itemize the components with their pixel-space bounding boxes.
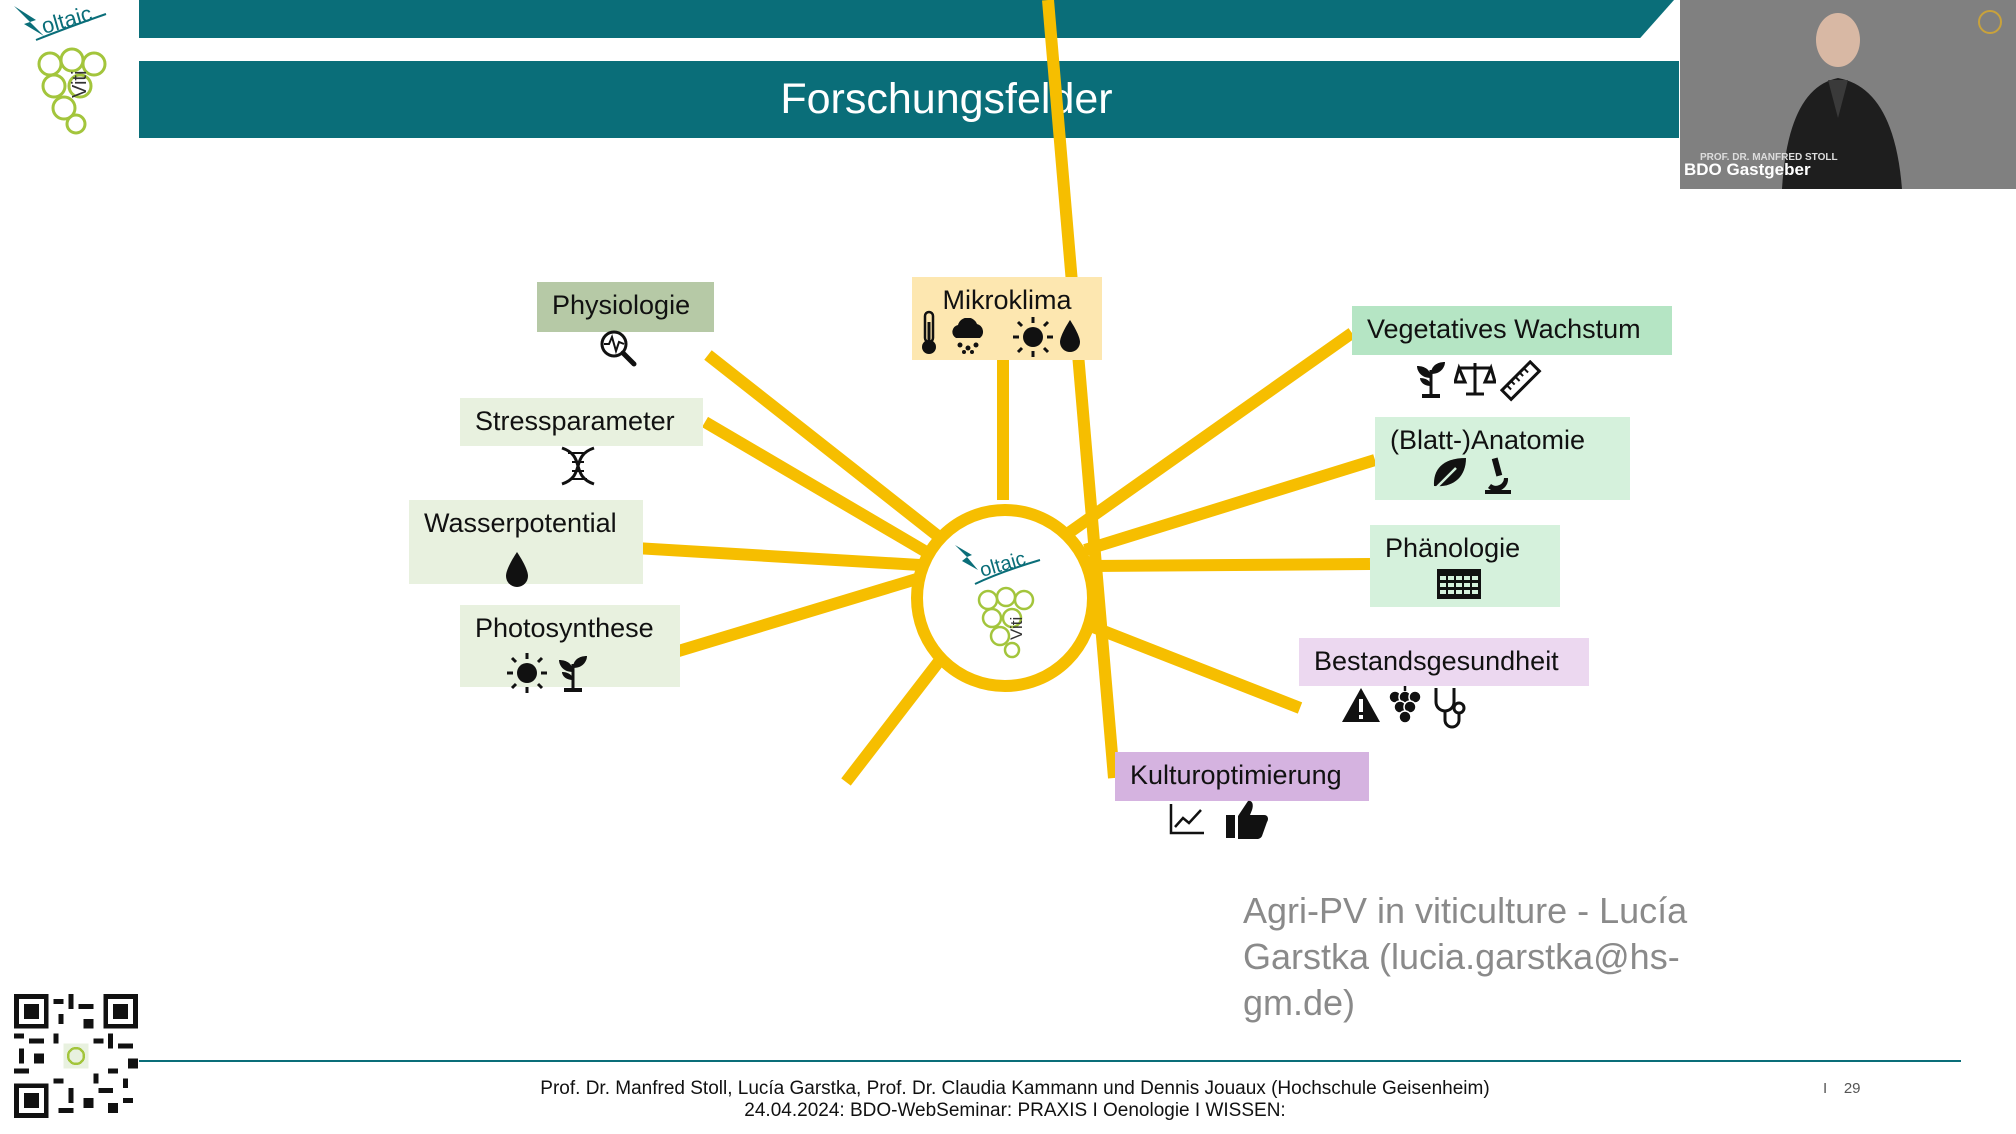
presenter-nameplate: PROF. DR. MANFRED STOLL <box>1700 152 1838 163</box>
center-hub <box>911 504 1099 692</box>
grapes-icon <box>1388 686 1422 724</box>
ray-wachstum <box>1066 328 1356 537</box>
footer-divider <box>139 1060 1961 1062</box>
ray-physiologie <box>704 350 947 545</box>
warning-icon <box>1342 688 1380 722</box>
calendar-icon <box>1437 569 1481 599</box>
microscope-icon <box>1485 457 1511 494</box>
footer-event: 24.04.2024: BDO-WebSeminar: PRAXIS I Oen… <box>744 1100 1286 1121</box>
field-bestandsgesundheit: Bestandsgesundheit <box>1299 638 1589 686</box>
ray-anatomie <box>1083 454 1377 556</box>
water-drop-icon <box>1060 320 1080 352</box>
voltaic-viti-logo: oltaic Viti <box>6 0 134 140</box>
thumbs-up-icon <box>1226 800 1268 839</box>
logo-sub: Viti <box>69 71 91 98</box>
camera-status-icon <box>1978 10 2002 34</box>
stethoscope-icon <box>1434 688 1466 729</box>
magnifier-pulse-icon <box>600 330 637 367</box>
field-label: Stressparameter <box>475 406 675 436</box>
field-label: Phänologie <box>1385 533 1521 563</box>
webcam-video[interactable]: PROF. DR. MANFRED STOLL BDO Gastgeber <box>1680 0 2016 189</box>
field-label: Physiologie <box>552 290 691 320</box>
footer-authors: Prof. Dr. Manfred Stoll, Lucía Garstka, … <box>540 1078 1490 1099</box>
sun-icon <box>1013 317 1053 357</box>
field-label: Kulturoptimierung <box>1130 760 1342 790</box>
logo-graphic: oltaic Viti <box>14 1 107 135</box>
water-drop-icon <box>506 552 528 587</box>
page-separator: I <box>1823 1080 1828 1097</box>
center-logo-sub: Viti <box>1007 617 1026 640</box>
presenter-image <box>1680 0 2016 189</box>
field-physiologie: Physiologie <box>537 282 714 332</box>
field-label: Bestandsgesundheit <box>1314 646 1559 676</box>
thermometer-icon <box>922 310 936 354</box>
ray-empty <box>841 656 945 786</box>
field-label: Photosynthese <box>475 613 654 643</box>
field-label: Wasserpotential <box>424 508 617 538</box>
rain-cloud-icon <box>952 318 983 354</box>
dna-icon <box>561 446 595 486</box>
credit-text: Agri-PV in viticulture - Lucía Garstka (… <box>1243 890 1688 1023</box>
presenter-name: BDO Gastgeber <box>1684 160 1811 179</box>
field-label: (Blatt-)Anatomie <box>1390 425 1586 455</box>
field-label: Vegetatives Wachstum <box>1367 314 1641 344</box>
leaf-icon <box>1431 458 1466 493</box>
page-number-value: 29 <box>1843 1080 1861 1097</box>
sun-icon <box>507 653 547 693</box>
field-photosynthese: Photosynthese <box>460 605 680 687</box>
seedling-icon <box>559 656 587 692</box>
field-kulturoptimierung: Kulturoptimierung <box>1115 752 1369 801</box>
seedling-icon <box>1417 362 1445 398</box>
field-phaenologie: Phänologie <box>1370 525 1560 607</box>
field-stressparameter: Stressparameter <box>460 398 703 446</box>
title-bar <box>139 61 1679 138</box>
qr-code[interactable] <box>14 994 138 1118</box>
ray-phaenologie <box>1089 558 1371 572</box>
chart-icon <box>1169 804 1204 835</box>
field-vegetatives-wachstum: Vegetatives Wachstum <box>1352 306 1672 355</box>
ray-photosynthese <box>670 572 922 659</box>
ray-stressparameter <box>701 416 932 559</box>
field-label: Mikroklima <box>942 285 1072 315</box>
header-stripe <box>139 0 1674 38</box>
page-number: I 29 <box>1823 1080 1861 1097</box>
ray-wasserpotential <box>634 542 921 571</box>
ruler-icon <box>1500 360 1542 402</box>
scales-icon <box>1454 363 1496 396</box>
ray-kulturoptimierung <box>1042 0 1120 779</box>
ray-bestandsgesundheit <box>1085 619 1303 714</box>
